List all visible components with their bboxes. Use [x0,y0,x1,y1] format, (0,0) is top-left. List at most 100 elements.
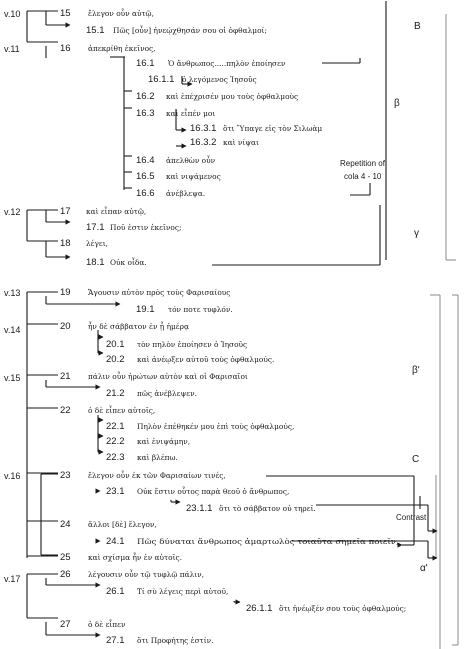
verse-label: v.16 [4,471,20,481]
colon-number: 18.1 [86,257,105,268]
colon-number: 27 [60,619,71,630]
greek-text: καὶ νίψαι [223,138,259,147]
arrow-head-icon [98,350,104,356]
colon-number: 17 [60,206,71,217]
greek-text: πῶς ἀνέβλεψεν. [137,389,197,398]
arrow-head-icon [181,143,187,149]
colon-number: 22.3 [106,452,125,463]
colon-number: 22 [60,405,71,416]
greek-text: ὅτι τὸ σάββατον οὐ τηρεῖ. [219,504,316,513]
greek-text: ἄλλοι [δὲ] ἔλεγον, [88,520,157,529]
greek-text: ἔλεγον οὖν ἐκ τῶν Φαρισαίων τινές, [88,470,226,480]
arrow-head-icon [397,542,403,548]
greek-text: λέγουσιν οὖν τῷ τυφλῷ πάλιν, [88,569,204,579]
greek-text: καὶ εἶπαν αὐτῷ, [86,206,146,216]
section-label: C [412,454,419,465]
connector-lines [26,1,459,649]
arrow-head-icon [98,433,104,439]
annotation-note: Contrast [396,513,427,522]
section-label: B [414,21,421,32]
colon-number: 16.3.2 [190,137,216,148]
arrow-head-icon [187,81,193,87]
colon-number: 22.1 [106,421,125,432]
arrow-head-icon [181,127,187,133]
greek-text: ἔλεγον οὖν αὐτῷ, [88,8,154,18]
greek-text: ἀπεκρίθη ἐκεῖνος, [88,44,156,53]
colon-number: 17.1 [86,222,105,233]
section-label: β' [412,365,420,376]
greek-text: ὁ δὲ εἶπεν αὐτοῖς, [88,405,155,415]
section-label: γ [414,228,419,239]
greek-text: Ὁ ἄνθρωπος.....πηλὸν ἐποίησεν [168,59,286,68]
greek-text: καὶ ἀνέῳξεν αὐτοῦ τοὺς ὀφθαλμούς. [137,355,274,364]
verse-label: v.15 [4,373,20,383]
greek-text: Πῶς [οὖν] ἠνεῴχθησάν σου οἱ ὀφθαλμοί; [113,25,267,35]
arrow-head-icon [98,449,104,455]
verse-label: v.14 [4,325,20,335]
greek-text: ὁ δὲ εἶπεν [88,619,126,629]
colon-number: 22.2 [106,436,125,447]
greek-text: ὁ λεγόμενος Ἰησοῦς [182,75,257,84]
arrow-head-icon [95,488,101,494]
greek-text: Τί σὺ λέγεις περὶ αὐτοῦ, [137,587,228,596]
arrow-head-icon [235,599,241,605]
colon-number: 26.1.1 [246,603,272,614]
colon-number: 15 [60,8,71,19]
colon-number: 24.1 [106,536,125,547]
greek-text: ὅτι ἠνέῳξέν σου τοὺς ὀφθαλμούς; [279,604,406,613]
arrow-head-icon [65,254,71,260]
colon-number: 27.1 [106,635,125,646]
arrow-head-icon [432,555,438,561]
colon-number: 20.1 [106,339,125,350]
greek-text: καὶ ἐπέχρισέν μου τοὺς ὀφθαλμοὺς [166,92,298,101]
greek-text: καὶ εἶπέν μοι [166,108,215,118]
greek-text: πάλιν οὖν ἠρώτων αὐτὸν καὶ οἱ Φαρισαῖοι [88,371,248,381]
colon-number: 19 [60,287,71,298]
verse-label: v.11 [4,44,20,54]
greek-text: Πῶς δύναται ἄνθρωπος ἁμαρτωλὸς τοιαῦτα σ… [137,537,399,546]
colon-number: 23.1.1 [186,503,212,514]
colon-number: 16.1.1 [148,74,174,85]
arrow-head-icon [65,22,71,28]
colon-number: 16.6 [136,188,155,199]
greek-text: καὶ βλέπω. [137,453,178,462]
greek-text: ἀνέβλεψα. [166,189,205,198]
arrow-head-icon [95,538,101,544]
colon-number: 19.1 [136,304,155,315]
greek-text: καὶ νιψάμενος [166,172,221,181]
annotation-note: Repetition of [340,159,386,168]
colon-number: 15.1 [86,25,105,36]
greek-text: καὶ ἐνιψάμην, [137,437,190,446]
colon-number: 20 [60,321,71,332]
colon-number: 16.3 [136,108,155,119]
annotation-note: cola 4 - 10 [344,172,382,181]
arrow-head-icon [95,384,101,390]
colon-number: 16.4 [136,155,155,166]
arrow-head-icon [98,334,104,340]
colon-number: 23 [60,470,71,481]
arrow-head-icon [95,632,101,638]
greek-text: ἦν δὲ σάββατον ἐν ᾗ ἡμέρᾳ [88,322,189,332]
arrow-head-icon [175,499,181,505]
greek-text: Ἄγουσιν αὐτὸν πρὸς τοὺς Φαρισαίους [88,288,230,297]
greek-text: ὅτι Προφήτης ἐστίν. [137,636,213,645]
greek-text: Ποῦ ἐστιν ἐκεῖνος; [110,223,181,232]
arrow-head-icon [65,219,71,225]
greek-text: καὶ σχίσμα ἦν ἐν αὐτοῖς. [88,553,182,562]
greek-text: Πηλὸν ἐπέθηκέν μου ἐπὶ τοὺς ὀφθαλμούς, [137,422,294,431]
section-label: α' [420,563,428,574]
colon-number: 16.5 [136,171,155,182]
colon-number: 21.2 [106,388,125,399]
greek-text: ἀπελθὼν οὖν [166,155,216,165]
greek-text: Οὐκ οἶδα. [110,257,147,267]
colon-number: 16.1 [136,58,155,69]
greek-text: ὅτι Ὕπαγε εἰς τὸν Σιλωὰμ [223,124,322,133]
greek-text: τόν ποτε τυφλόν. [168,305,233,314]
colon-number: 20.2 [106,354,125,365]
arrow-head-icon [95,582,101,588]
greek-text: Οὐκ ἔστιν οὗτος παρὰ θεοῦ ὁ ἄνθρωπος, [137,486,289,496]
verse-label: v.12 [4,207,20,217]
verse-label: v.13 [4,288,20,298]
verse-label: v.10 [4,9,20,19]
